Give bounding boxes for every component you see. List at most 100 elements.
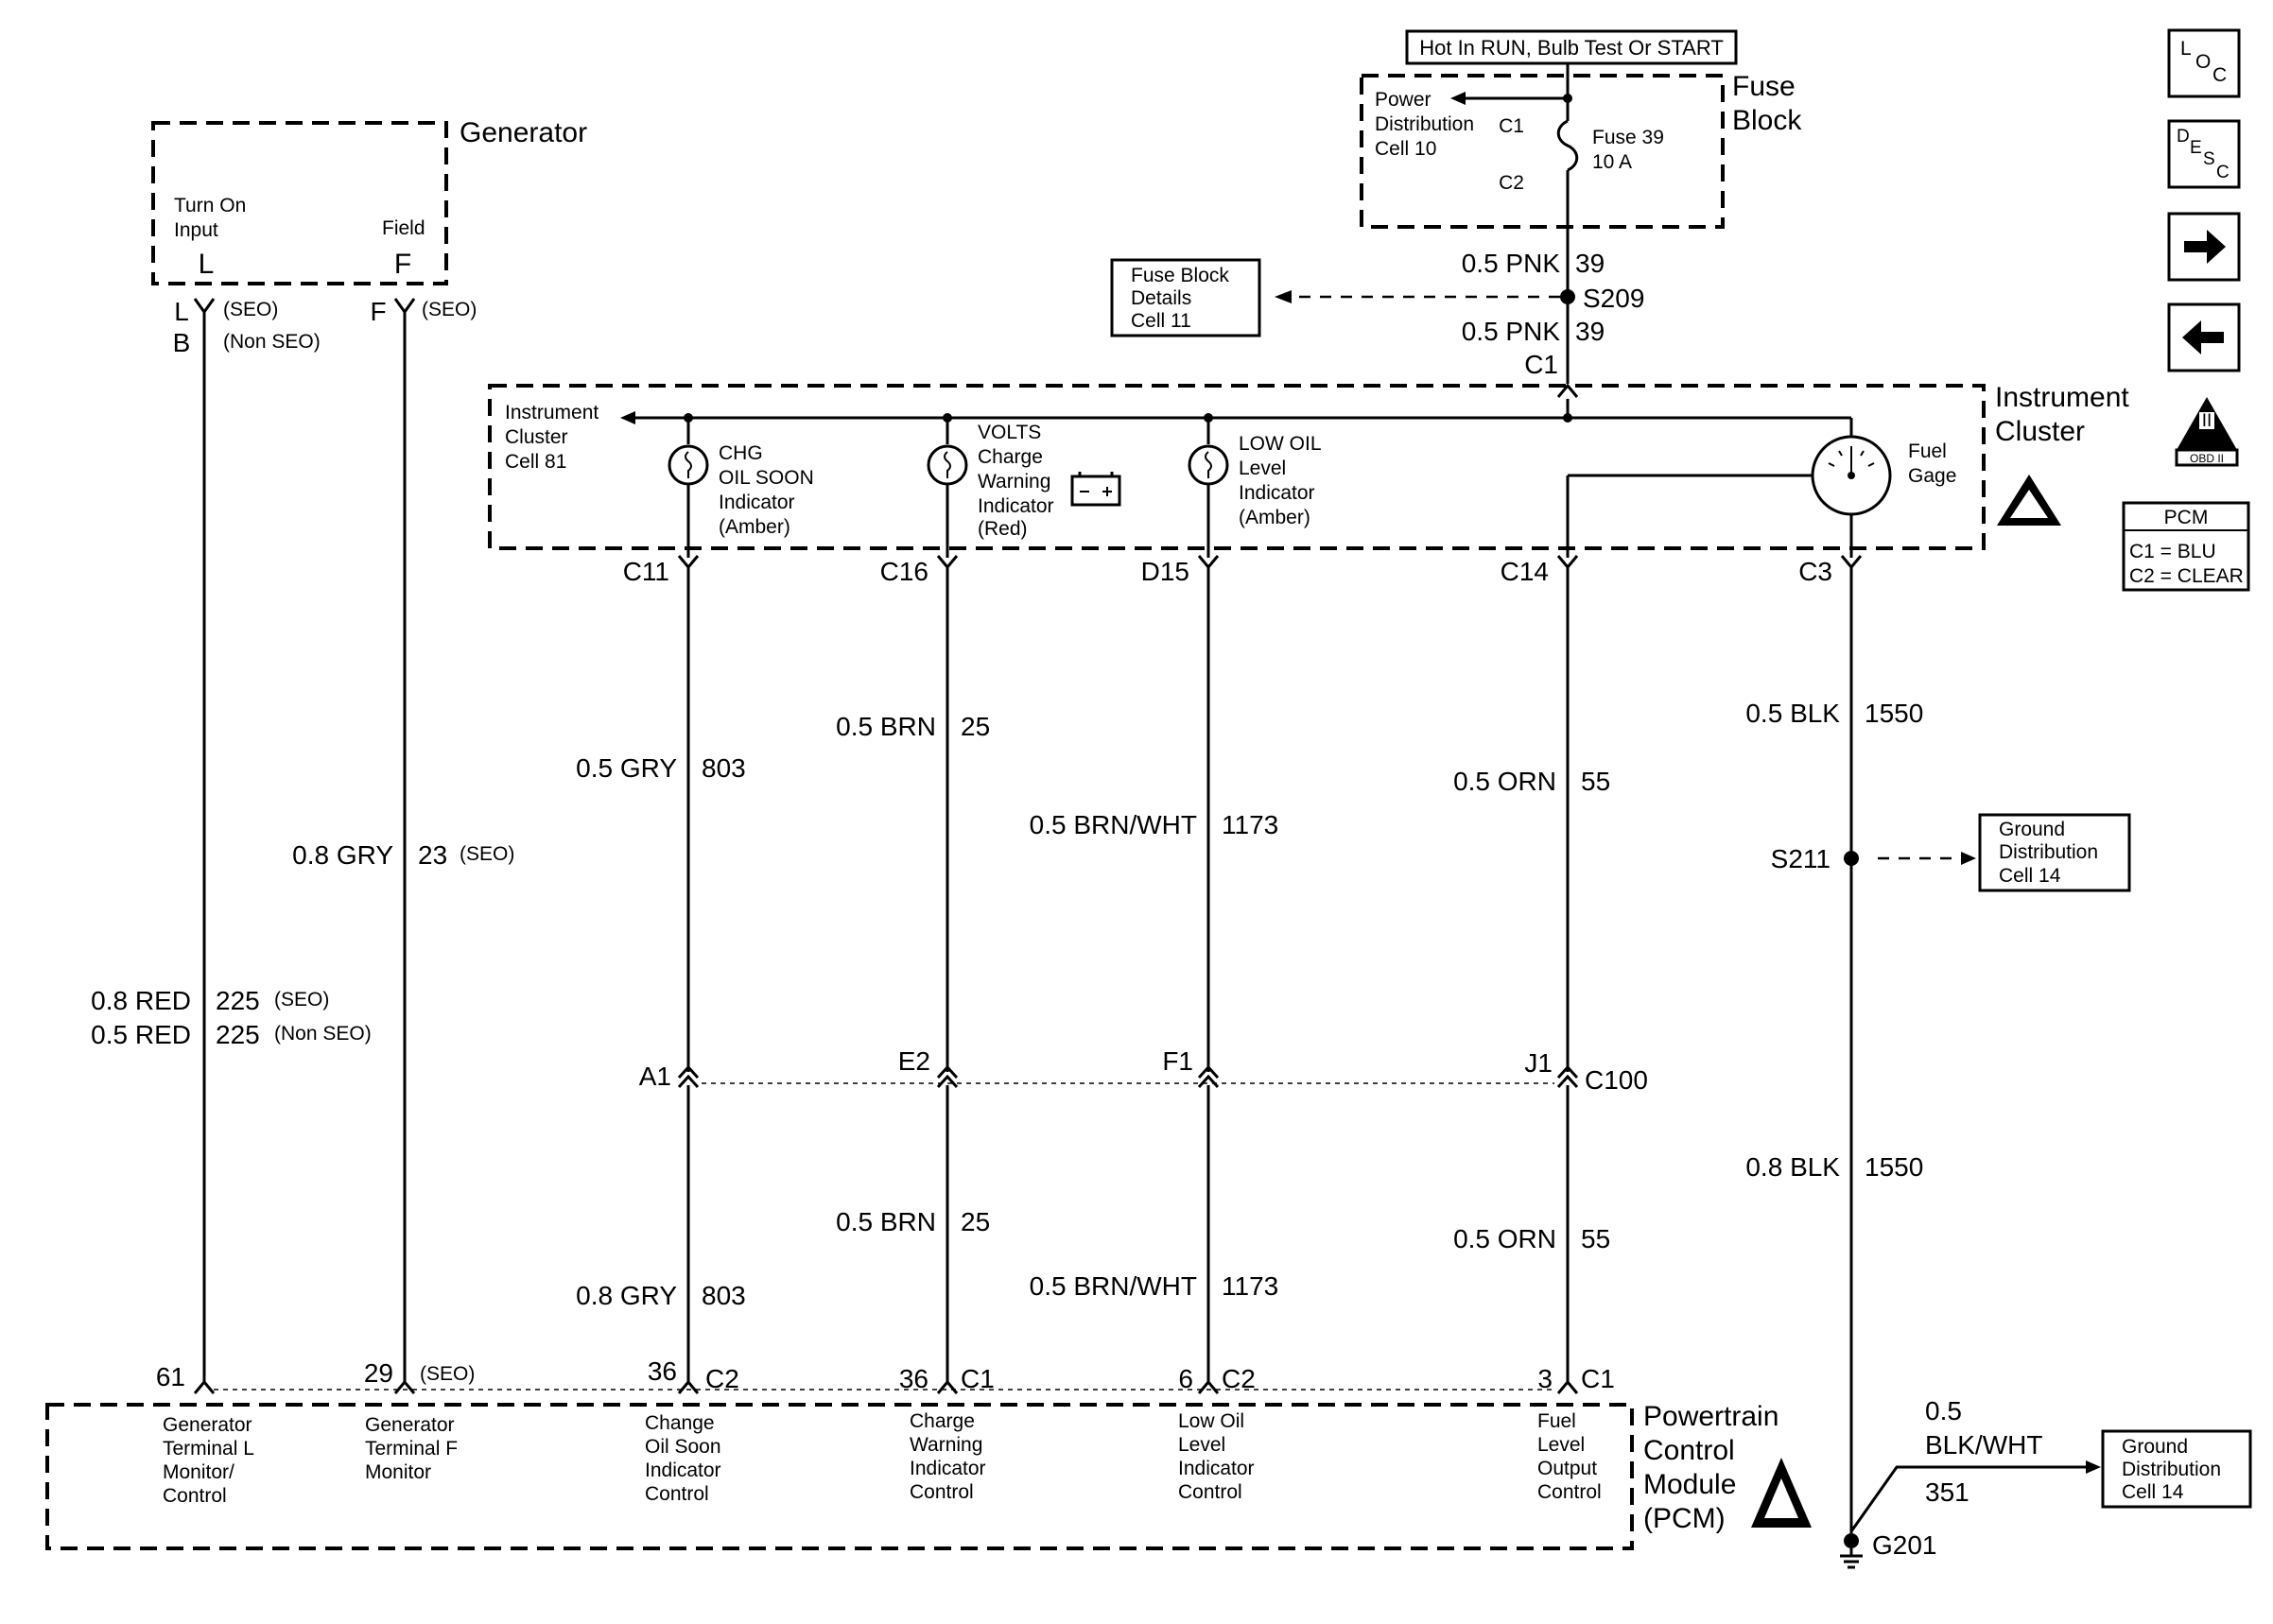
pcm-pin-3-c1: 3 C1 Fuel Level Output Control (1537, 1364, 1615, 1503)
gen-l-circuit-2: 225 (216, 1020, 260, 1049)
connector-female-icon (936, 1379, 959, 1394)
pcm-pin-29: 29 (SEO) Generator Terminal F Monitor (364, 1358, 476, 1483)
lowoil-label-2: Level (1239, 458, 1286, 479)
hot-in-run-label-box: Hot In RUN, Bulb Test Or START (1405, 29, 1738, 65)
chg-lower-size-color: 0.8 GRY (576, 1281, 677, 1310)
volts-indicator: VOLTS Charge Warning Indicator (Red) (927, 413, 1121, 558)
oil-lower-size-color: 0.5 BRN/WHT (1030, 1271, 1197, 1301)
connector-female-icon (1556, 1379, 1579, 1394)
previous-page-button[interactable] (2167, 302, 2241, 372)
ground-distribution-ref-2[interactable]: Ground Distribution Cell 14 (2101, 1429, 2252, 1509)
pcm-pin-conn: (SEO) (420, 1363, 475, 1385)
ground-distribution-ref[interactable]: Ground Distribution Cell 14 (1978, 813, 2131, 892)
gnd-upper-size-color: 0.5 BLK (1745, 699, 1840, 728)
turn-on-input-label-2: Input (174, 219, 218, 241)
fuel-label-1: Fuel (1908, 441, 1947, 462)
gen-f-note: (SEO) (460, 843, 514, 865)
battery-icon (1070, 472, 1121, 507)
next-page-button[interactable] (2167, 212, 2241, 282)
inline-connector-icon (936, 1064, 959, 1089)
pcm-pin-number: 29 (364, 1358, 393, 1388)
pcm-legend-c2: C2 = CLEAR (2129, 565, 2244, 587)
c100-pin-j1: J1 (1524, 1048, 1553, 1078)
gen-l-note-2: (Non SEO) (274, 1023, 372, 1045)
lowoil-label-1: LOW OIL (1239, 433, 1322, 455)
chg-lower-circuit: 803 (702, 1281, 746, 1310)
connector-female-icon (1556, 383, 1579, 398)
pcm-pin-label-2: Oil Soon (645, 1436, 721, 1458)
feed-lower-circuit: 39 (1575, 317, 1605, 346)
pcm-pin-conn: C2 (705, 1364, 739, 1393)
details-ref-line1: Fuse Block (1131, 265, 1229, 286)
svg-text:L: L (2180, 38, 2192, 60)
pcm-title-1: Powertrain (1643, 1401, 1778, 1432)
details-ref-line2: Details (1131, 287, 1191, 309)
pcm-pin-number: 61 (156, 1362, 185, 1391)
fuse-block-details-ref[interactable]: Fuse Block Details Cell 11 (1110, 258, 1261, 337)
gnd-lower-circuit: 1550 (1865, 1152, 1923, 1182)
lowoil-label-4: (Amber) (1239, 507, 1310, 528)
pcm-pin-label-2: Terminal L (163, 1438, 254, 1460)
ground-g201-label: G201 (1872, 1530, 1937, 1560)
power-distribution-ref-3: Cell 10 (1375, 138, 1436, 160)
volts-label-4: Indicator (978, 495, 1054, 517)
pcm-title-3: Module (1643, 1469, 1736, 1500)
feed-lower-size-color: 0.5 PNK (1462, 317, 1561, 346)
power-distribution-ref: Power (1375, 89, 1431, 111)
splice-s211-icon (1844, 851, 1859, 866)
feed-upper-size-color: 0.5 PNK (1462, 249, 1561, 278)
desc-button[interactable]: D E S C (2167, 119, 2241, 189)
fuse-amperage: 10 A (1592, 151, 1632, 173)
gnd-upper-circuit: 1550 (1865, 699, 1923, 728)
pcm-pin-label-2: Level (1537, 1434, 1585, 1456)
ground-ref-line2: Distribution (1999, 841, 2098, 863)
pcm-pin-label-1: Fuel (1537, 1410, 1576, 1432)
oil-upper-size-color: 0.5 BRN/WHT (1030, 810, 1197, 839)
chg-upper-size-color: 0.5 GRY (576, 753, 677, 783)
loc-button[interactable]: L O C (2167, 28, 2241, 98)
obd-ii-label: OBD II (2190, 452, 2224, 465)
pcm-pin-conn: C1 (961, 1364, 995, 1393)
cluster-ref-line3: Cell 81 (505, 451, 566, 473)
pcm-pin-conn: C2 (1222, 1364, 1256, 1393)
pcm-pin-label-3: Monitor (365, 1461, 431, 1483)
gen-l-size-color-2: 0.5 RED (91, 1020, 191, 1049)
field-label: Field (382, 217, 425, 239)
arrow-left-icon (1961, 852, 1976, 865)
pcm-pin-label-1: Low Oil (1178, 1410, 1244, 1432)
pcm-legend-c1: C1 = BLU (2129, 541, 2216, 562)
connector-female-icon (193, 1379, 216, 1394)
instrument-cluster: Instrument Cluster Instrument Cluster Ce… (488, 382, 2129, 558)
pcm-pin-label-1: Change (645, 1412, 715, 1434)
pcm-title-2: Control (1643, 1435, 1735, 1466)
pcm-pin-label-1: Charge (910, 1410, 975, 1432)
pcm-pin-6-c2: 6 C2 Low Oil Level Indicator Control (1178, 1364, 1256, 1503)
splice-s209-label: S209 (1583, 284, 1644, 313)
svg-text:E: E (2190, 138, 2202, 158)
inline-connector-icon (677, 1064, 700, 1089)
pcm-pin-conn: C1 (1581, 1364, 1615, 1393)
pin-c14: C14 (1501, 557, 1549, 586)
obd-roman-label: II (2202, 411, 2212, 431)
fuel-gage: Fuel Gage (1566, 418, 1956, 558)
pcm-pin-label-3: Monitor/ (163, 1461, 234, 1483)
hot-in-run-label: Hot In RUN, Bulb Test Or START (1419, 36, 1724, 60)
connector-male-icon (193, 298, 216, 315)
pcm-pin-number: 36 (899, 1364, 928, 1393)
arrow-left-icon (620, 411, 635, 424)
connector-female-icon (393, 1379, 416, 1394)
wire-351 (1849, 1465, 2086, 1532)
cluster-title: Instrument (1995, 382, 2129, 413)
c100-pin-a1: A1 (639, 1062, 671, 1091)
gen-l-circuit: 225 (216, 986, 260, 1015)
pin-c16: C16 (880, 557, 928, 586)
pcm-pin-number: 6 (1178, 1364, 1193, 1393)
arrow-right-icon (2086, 1460, 2101, 1474)
arrow-left-icon (1275, 290, 1292, 303)
cluster-c1-connector: C1 (1524, 350, 1558, 379)
pcm-pin-label-3: Indicator (1178, 1458, 1255, 1479)
gen-l-label: L (174, 297, 189, 326)
fuel-lower-size-color: 0.5 ORN (1453, 1224, 1556, 1253)
pcm-pin-number: 3 (1537, 1364, 1553, 1393)
